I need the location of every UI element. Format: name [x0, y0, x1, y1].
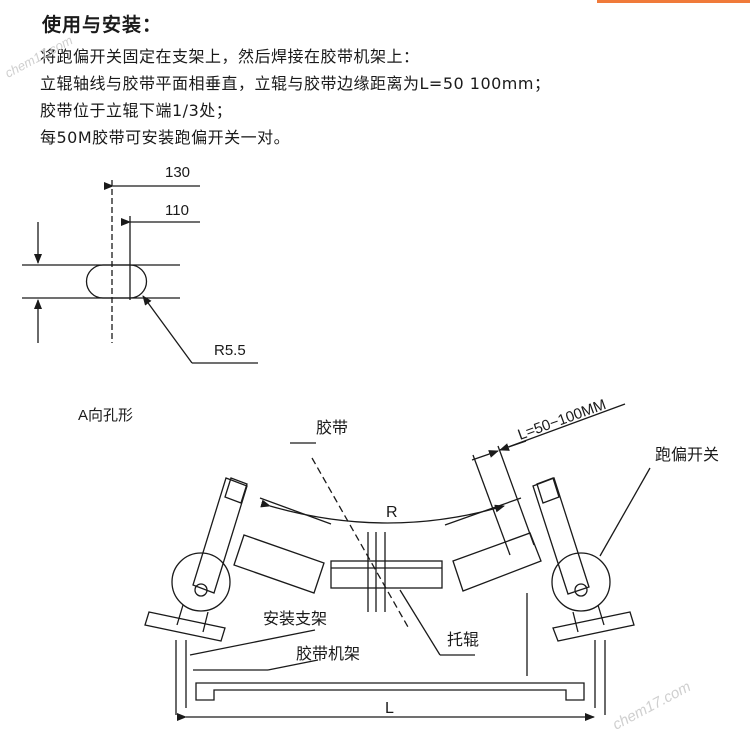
- radius-leader-diagonal: [142, 295, 193, 364]
- left-wing-idler-roller: [233, 534, 325, 594]
- hole-detail-drawing: [22, 180, 258, 364]
- switch-label-leader: [599, 467, 651, 557]
- width-l-label: L: [385, 700, 394, 717]
- instructions-block: 使用与安装： 将跑偏开关固定在支架上，然后焊接在胶带机架上： 立辊轴线与胶带平面…: [40, 10, 740, 151]
- right-switch-leg-2: [572, 611, 579, 633]
- gap-dim-label: L=50−100MM: [516, 396, 609, 444]
- conveyor-frame-channel: [195, 682, 585, 701]
- bracket-label: 安装支架: [263, 610, 327, 628]
- instruction-line-3: 胶带位于立辊下端1/3处；: [40, 101, 233, 120]
- center-idler-roller: [330, 560, 443, 589]
- left-switch-roller-rod: [192, 477, 248, 594]
- bracket-leader: [189, 629, 316, 656]
- right-switch-disc: [551, 552, 611, 612]
- instruction-line-1: 将跑偏开关固定在支架上，然后焊接在胶带机架上：: [40, 47, 420, 66]
- right-switch-roller-cap: [536, 477, 560, 504]
- left-belt-edge-line: [259, 497, 332, 525]
- left-switch-roller-cap: [224, 477, 248, 504]
- left-switch-leg-2: [202, 611, 209, 633]
- conveyor-drawing: [144, 403, 651, 721]
- right-switch-hub: [574, 583, 588, 597]
- instruction-line-4: 每50M胶带可安装跑偏开关一对。: [40, 128, 291, 147]
- right-switch-leg: [597, 604, 605, 626]
- left-switch-leg: [176, 604, 184, 626]
- gap-extension-line-1: [472, 454, 511, 556]
- left-switch-base-plate: [144, 611, 226, 642]
- right-switch-roller-rod: [532, 477, 590, 595]
- radius-r-arc: [260, 499, 505, 524]
- belt-label: 胶带: [316, 419, 348, 437]
- gap-extension-line-2: [497, 445, 535, 546]
- switch-label: 跑偏开关: [655, 446, 719, 464]
- idler-leader-1: [399, 589, 441, 656]
- radius-label: R5.5: [214, 342, 246, 359]
- instruction-line-2: 立辊轴线与胶带平面相垂直，立辊与胶带边缘距离为L=50 100mm；: [40, 74, 551, 93]
- right-switch-base-plate: [552, 611, 635, 642]
- top-accent-bar: [597, 0, 750, 3]
- slot-hole-shape: [85, 264, 148, 299]
- watermark-bottom-right: chem17.com: [610, 678, 694, 733]
- hole-view-caption: A向孔形: [78, 407, 133, 424]
- idler-label: 托辊: [447, 631, 479, 649]
- right-wing-idler-roller: [452, 532, 542, 592]
- frame-label: 胶带机架: [296, 645, 360, 663]
- left-switch-disc: [171, 552, 231, 612]
- gap-arrow-left: [471, 450, 499, 461]
- frame-leader-2: [267, 659, 319, 671]
- dim-130-label: 130: [165, 164, 190, 181]
- dim-110-label: 110: [165, 202, 189, 219]
- gap-dim-line: [499, 403, 626, 451]
- instructions-title: 使用与安装：: [42, 14, 163, 36]
- belt-dashed-line: [311, 457, 409, 628]
- radius-r-label: R: [386, 504, 398, 521]
- watermark-top-left: chem17.com: [2, 32, 75, 80]
